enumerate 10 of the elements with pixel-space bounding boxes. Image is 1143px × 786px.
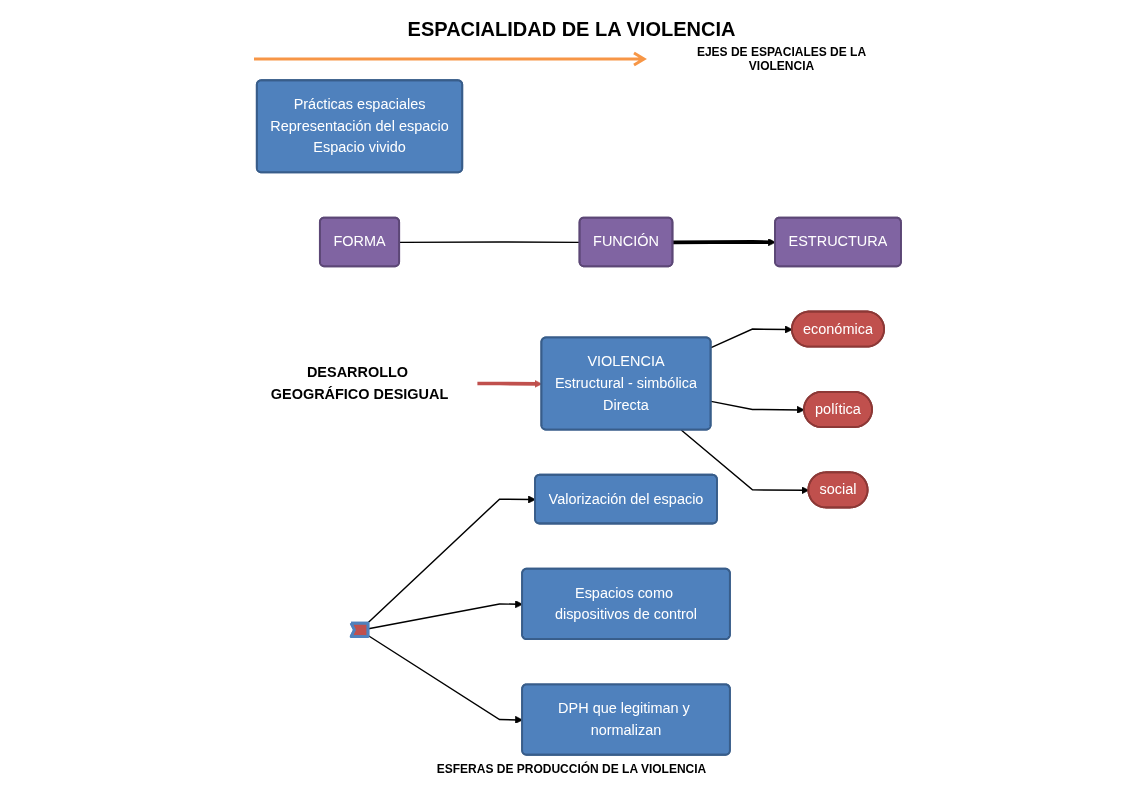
arrow (672, 238, 776, 247)
arrow (710, 325, 793, 349)
arrow (367, 635, 523, 724)
axis-note: EJES DE ESPACIALES DE LA VIOLENCIA (695, 45, 868, 73)
node-text: DESARROLLO GEOGRÁFICO DESIGUAL (270, 364, 449, 402)
arrow (367, 600, 523, 630)
section-note: ESFERAS DE PRODUCCIÓN DE LA VIOLENCIA (436, 762, 707, 776)
diagram-title: ESPACIALIDAD DE LA VIOLENCIA (407, 18, 736, 41)
arrow (366, 495, 536, 625)
arrow (710, 400, 805, 414)
